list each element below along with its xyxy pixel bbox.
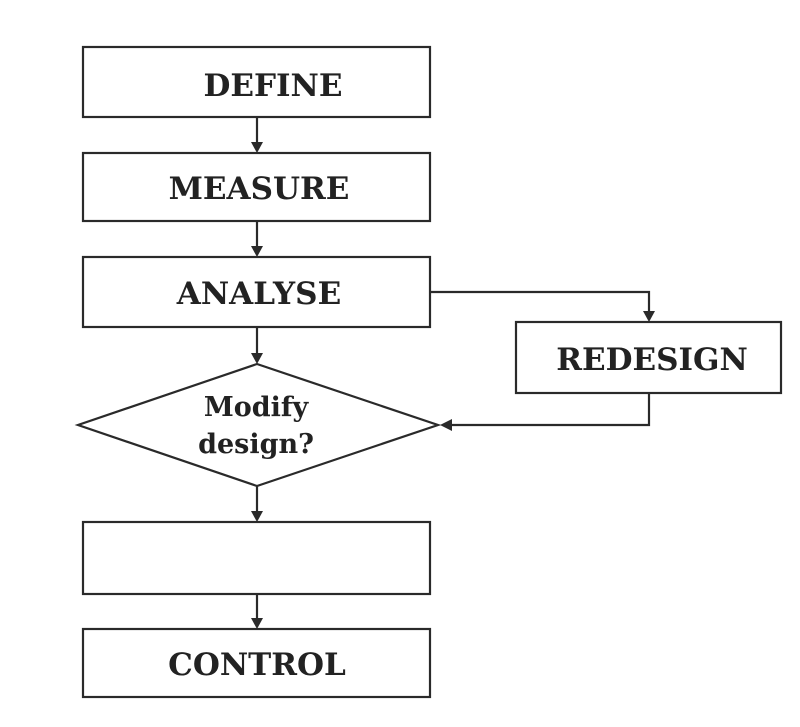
decision-modify-design: Modify design? <box>74 362 442 488</box>
step-measure-label: MEASURE <box>169 171 350 207</box>
arrowhead-decision <box>251 353 263 364</box>
step-measure-box <box>81 151 432 223</box>
arrowhead-blank <box>251 511 263 522</box>
decision-label-line1: Modify <box>204 392 310 423</box>
arrowhead-analyse <box>251 246 263 257</box>
step-blank-box <box>81 520 432 596</box>
decision-diamond <box>74 362 442 488</box>
step-blank <box>81 520 432 596</box>
connectors <box>251 117 655 629</box>
step-define: DEFINE <box>81 45 432 119</box>
step-control: CONTROL <box>81 627 432 699</box>
step-analyse-box <box>81 255 432 329</box>
step-redesign: REDESIGN <box>514 320 783 395</box>
arrowhead-measure <box>251 142 263 153</box>
arrowhead-decision-side <box>440 419 452 431</box>
step-define-box <box>81 45 432 119</box>
arrowhead-redesign <box>643 311 655 322</box>
step-analyse-label: ANALYSE <box>176 276 341 312</box>
connector-analyse-redesign <box>430 290 651 313</box>
step-control-label: CONTROL <box>168 647 346 683</box>
arrowhead-control <box>251 618 263 629</box>
connector-redesign-decision <box>450 393 651 427</box>
step-redesign-box <box>514 320 783 395</box>
decision-label-line2: design? <box>198 429 314 460</box>
step-control-box <box>81 627 432 699</box>
step-analyse: ANALYSE <box>81 255 432 329</box>
step-measure: MEASURE <box>81 151 432 223</box>
step-redesign-label: REDESIGN <box>556 342 748 378</box>
step-define-label: DEFINE <box>204 68 343 104</box>
